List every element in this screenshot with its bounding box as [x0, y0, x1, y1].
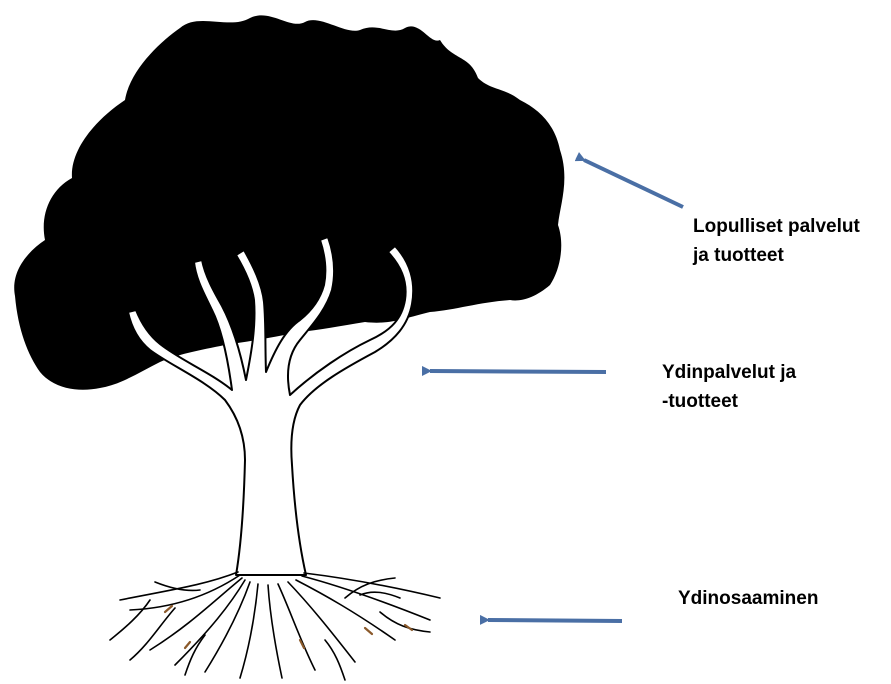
label-core-services-line1: Ydinpalvelut ja — [662, 358, 796, 387]
label-core-competence: Ydinosaaminen — [678, 584, 818, 613]
label-final-services-line2: ja tuotteet — [693, 241, 860, 270]
label-final-services: Lopulliset palvelut ja tuotteet — [693, 212, 860, 270]
tree-roots — [110, 572, 440, 680]
arrow-canopy — [584, 160, 683, 207]
label-core-services-line2: -tuotteet — [662, 387, 796, 416]
arrow-roots — [488, 620, 622, 621]
label-final-services-line1: Lopulliset palvelut — [693, 212, 860, 241]
arrow-branches — [430, 371, 606, 372]
label-core-services: Ydinpalvelut ja -tuotteet — [662, 358, 796, 416]
label-core-competence-line1: Ydinosaaminen — [678, 584, 818, 613]
